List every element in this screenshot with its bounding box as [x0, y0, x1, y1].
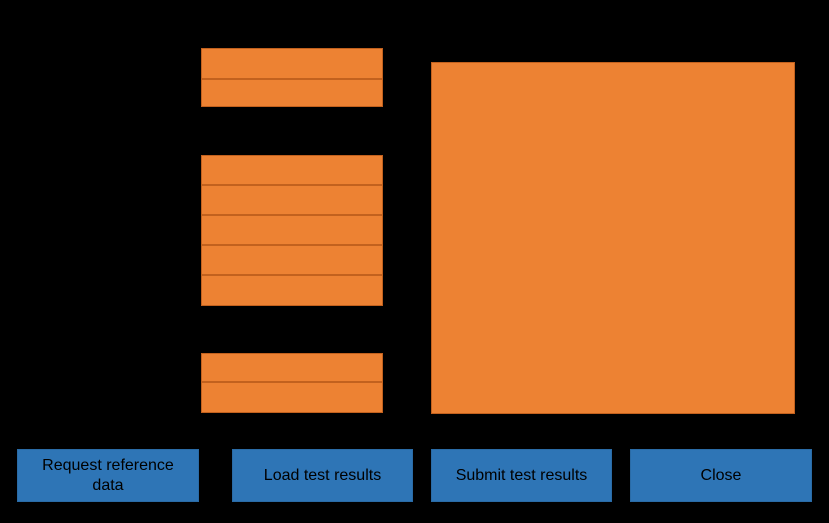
submit-test-results-button[interactable]: Submit test results — [431, 449, 612, 502]
close-button[interactable]: Close — [630, 449, 812, 502]
redacted-field[interactable] — [201, 185, 383, 215]
load-test-results-button[interactable]: Load test results — [232, 449, 413, 502]
redacted-field[interactable] — [201, 79, 383, 107]
redacted-field[interactable] — [201, 155, 383, 185]
redacted-field[interactable] — [201, 215, 383, 245]
request-reference-data-button[interactable]: Request reference data — [17, 449, 199, 502]
redacted-field[interactable] — [201, 275, 383, 306]
redacted-field[interactable] — [201, 353, 383, 382]
redacted-field[interactable] — [201, 48, 383, 79]
results-panel[interactable] — [431, 62, 795, 414]
redacted-field[interactable] — [201, 382, 383, 413]
redacted-field[interactable] — [201, 245, 383, 275]
